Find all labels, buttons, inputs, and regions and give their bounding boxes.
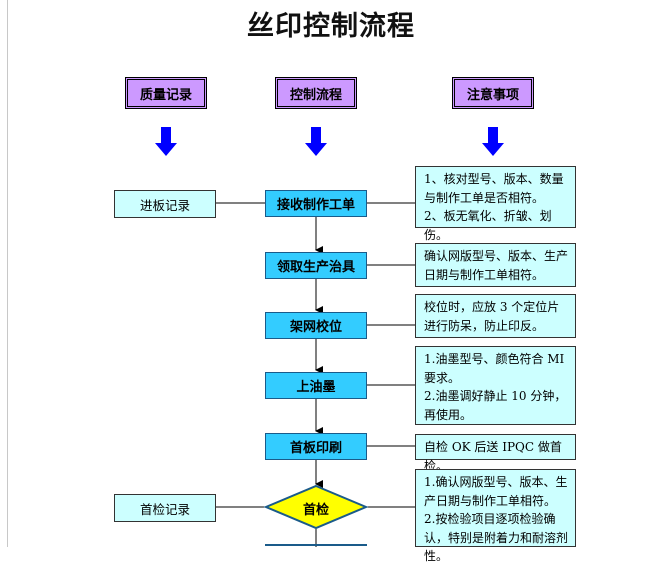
note-first-print: 自检 OK 后送 IPQC 做首检。 bbox=[415, 434, 576, 473]
step-get-tooling: 领取生产治具 bbox=[265, 252, 367, 279]
header-control-flow: 控制流程 bbox=[275, 77, 357, 109]
step-first-print: 首板印刷 bbox=[265, 433, 367, 460]
header-quality-records: 质量记录 bbox=[125, 77, 207, 109]
note-get-tooling: 确认网版型号、版本、生产日期与制作工单相符。 bbox=[415, 243, 576, 287]
down-arrow-icon bbox=[482, 127, 504, 156]
note-line: 1、核对型号、版本、数量与制作工单是否相符。 bbox=[424, 172, 564, 205]
note-first-inspection: 1.确认网版型号、版本、生产日期与制作工单相符。 2.按检验项目逐项检验确认，特… bbox=[415, 469, 576, 563]
down-arrow-icon bbox=[305, 127, 327, 156]
note-line: 1.油墨型号、颜色符合 MI 要求。 bbox=[424, 352, 565, 385]
decision-diamond bbox=[263, 484, 369, 530]
step-apply-ink: 上油墨 bbox=[265, 372, 367, 399]
note-apply-ink: 1.油墨型号、颜色符合 MI 要求。 2.油墨调好静止 10 分钟，再使用。 bbox=[415, 346, 576, 425]
note-line: 2、板无氧化、折皱、划伤。 bbox=[424, 209, 552, 242]
note-line: 校位时，应放 3 个定位片进行防呆，防止印反。 bbox=[424, 300, 560, 333]
note-line: 2.油墨调好静止 10 分钟，再使用。 bbox=[424, 389, 567, 422]
record-first-check: 首检记录 bbox=[114, 494, 216, 522]
header-notes: 注意事项 bbox=[452, 77, 534, 109]
down-arrow-icon bbox=[155, 127, 177, 156]
note-line: 2.按检验项目逐项检验确认，特别是附着力和耐溶剂性。 bbox=[424, 512, 569, 563]
note-receive-order: 1、核对型号、版本、数量与制作工单是否相符。 2、板无氧化、折皱、划伤。 bbox=[415, 166, 576, 242]
note-line: 1.确认网版型号、版本、生产日期与制作工单相符。 bbox=[424, 475, 568, 508]
step-mount-screen: 架网校位 bbox=[265, 312, 367, 339]
flow-connectors bbox=[216, 202, 415, 547]
page-title: 丝印控制流程 bbox=[247, 11, 415, 42]
page-edge-rule bbox=[7, 0, 8, 547]
record-incoming: 进板记录 bbox=[114, 190, 216, 218]
step-receive-order: 接收制作工单 bbox=[265, 190, 367, 217]
step-first-inspection: 首检 bbox=[302, 502, 329, 518]
note-mount-screen: 校位时，应放 3 个定位片进行防呆，防止印反。 bbox=[415, 294, 576, 338]
note-line: 确认网版型号、版本、生产日期与制作工单相符。 bbox=[424, 249, 569, 282]
